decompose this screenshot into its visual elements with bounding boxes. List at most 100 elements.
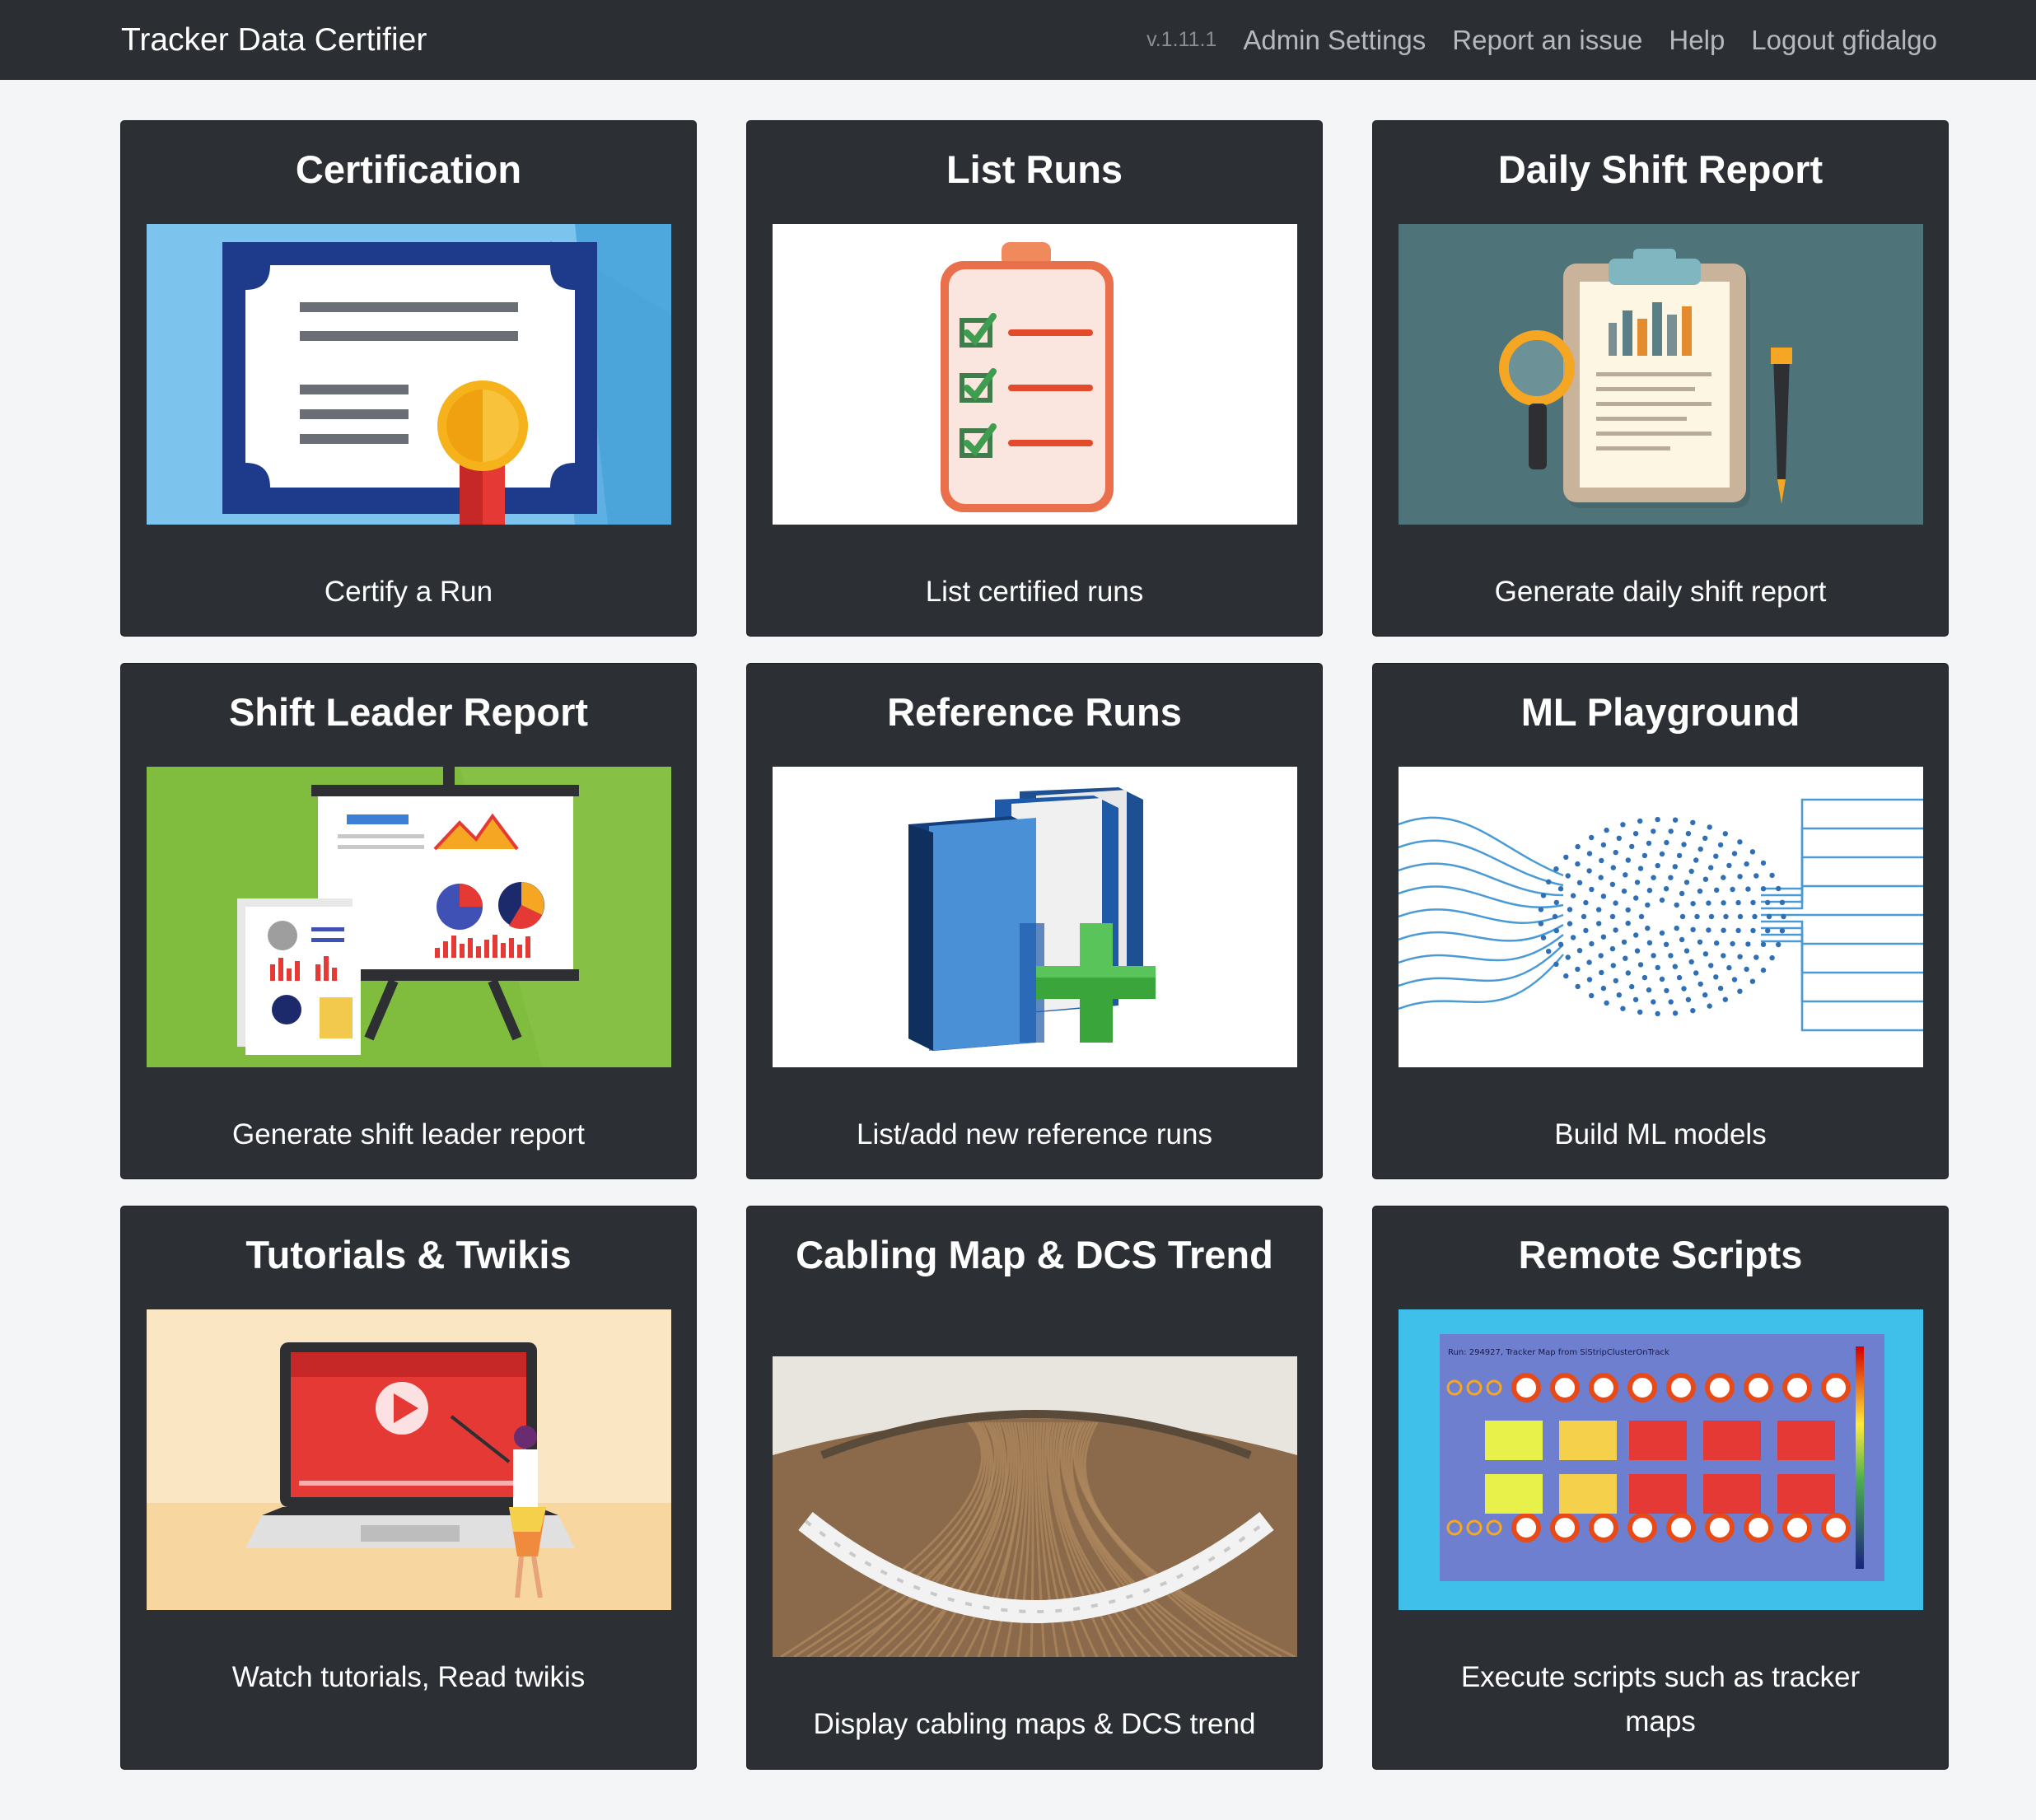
ml-node [1623,955,1628,961]
ml-node [1765,927,1771,934]
ml-node [1753,954,1759,960]
cable-strand [846,1421,997,1657]
ml-node [1737,839,1743,845]
card-description: Watch tutorials, Read twikis [231,1661,586,1693]
ml-node [1565,954,1571,960]
ml-node [1664,987,1669,994]
ml-node [1760,860,1767,866]
ml-node [1690,819,1696,825]
card-reference-runs[interactable]: Reference Runs List/add new reference ru… [746,663,1323,1179]
tracker-module-block [1485,1421,1543,1460]
ml-node [1714,940,1720,946]
card-certification[interactable]: Certification Certify a Run [120,120,697,637]
ml-node [1685,996,1692,1002]
tracker-module-block [1703,1421,1761,1460]
ml-node [1707,1003,1712,1009]
card-list-runs[interactable]: List Runs [746,120,1323,637]
tracker-module-block [1777,1474,1835,1514]
nav-admin-settings[interactable]: Admin Settings [1243,24,1427,55]
ml-node [1655,862,1660,869]
ml-input-wire [1399,862,1564,897]
ml-node [1681,842,1687,847]
tracker-ring [1446,1519,1463,1536]
ml-node [1674,925,1679,931]
tracker-ring [1466,1379,1483,1396]
ml-node [1546,949,1552,954]
tracker-ring [1486,1379,1502,1396]
card-title: Certification [295,147,522,191]
tracker-module-block [1559,1474,1617,1514]
ml-node [1717,842,1724,848]
cable-strand [885,1421,1005,1657]
ml-node [1737,988,1743,994]
ml-node [1570,935,1576,940]
ml-node [1730,940,1735,947]
books-plus-icon [773,767,1297,1067]
ml-node [1646,987,1652,993]
ml-node [1641,852,1648,859]
ml-node [1599,969,1604,976]
ml-node [1760,886,1767,892]
card-shift-leader-report[interactable]: Shift Leader Report [120,663,697,1179]
ml-node [1672,1010,1679,1016]
ml-node [1621,939,1627,945]
ml-node [1609,945,1616,952]
brand-link[interactable]: Tracker Data Certifier [121,21,427,58]
ml-node [1664,839,1669,846]
card-remote-scripts[interactable]: Remote Scripts Run: 294927, Tracker Map … [1372,1206,1949,1770]
cable-strand [1016,1421,1031,1657]
ml-node [1737,954,1743,959]
ml-node [1766,913,1772,920]
video-tutorial-icon [147,1309,671,1610]
ml-node [1745,886,1751,892]
card-description: Generate shift leader report [231,1118,585,1150]
cable-strand [1062,1421,1191,1657]
ml-node [1726,964,1732,971]
ml-node [1604,827,1609,833]
ml-node [1645,925,1651,931]
card-ml-playground[interactable]: ML Playground Build ML models [1372,663,1949,1179]
ml-node [1744,861,1749,867]
nav-logout[interactable]: Logout gfidalgo [1751,24,1937,55]
ml-node [1629,843,1635,850]
card-title: Remote Scripts [1518,1233,1803,1276]
ml-node [1769,872,1775,879]
cable-strand [937,1421,1016,1657]
ml-node [1722,831,1728,837]
ml-node [1575,843,1581,850]
card-cabling-map-dcs-trend[interactable]: Cabling Map & DCS Trend Display cabling … [746,1206,1323,1770]
card-tutorials-twikis[interactable]: Tutorials & Twikis [120,1206,697,1770]
ml-node [1596,921,1602,926]
ml-node [1553,927,1559,934]
ml-node [1599,857,1604,864]
ml-node [1589,940,1595,947]
ml-node [1567,907,1573,912]
ml-node [1776,885,1782,892]
tracker-module-block [1703,1474,1761,1514]
ml-node [1576,948,1583,954]
card-title: Tutorials & Twikis [245,1233,572,1276]
ml-node [1637,866,1644,871]
ml-node [1633,932,1639,938]
ml-node [1750,927,1756,934]
ml-node [1685,831,1692,837]
ml-node [1697,846,1703,852]
cable-strand [1030,1421,1034,1657]
ml-node [1688,868,1694,875]
ml-node [1553,961,1559,967]
cable-strand [1041,1421,1086,1657]
ml-node [1632,996,1639,1002]
ml-node [1581,913,1587,920]
ml-node [1655,964,1660,971]
ml-node [1600,934,1607,940]
ml-node [1645,902,1651,908]
ml-node [1706,927,1711,933]
ml-node [1538,921,1544,926]
ml-node [1663,941,1669,947]
ml-input-wire [1399,839,1564,887]
card-daily-shift-report[interactable]: Daily Shift Report [1372,120,1949,637]
nav-help[interactable]: Help [1669,24,1725,55]
ml-node [1706,900,1711,906]
ml-node [1634,948,1641,954]
nav-report-issue[interactable]: Report an issue [1452,24,1643,55]
